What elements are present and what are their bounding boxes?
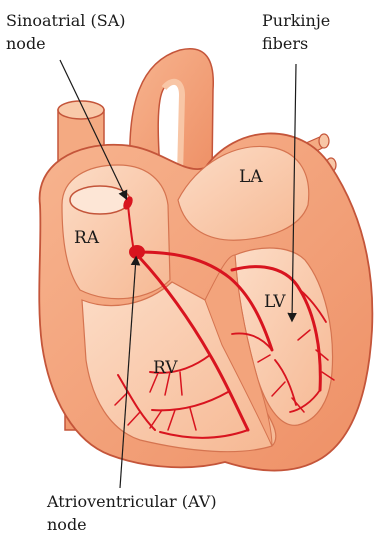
vena-cava-opening <box>70 186 130 214</box>
av-node <box>129 245 145 259</box>
purkinje-label: Purkinje fibers <box>262 11 335 53</box>
sa-node-label-line2: node <box>6 34 46 53</box>
sa-node-label-line1: Sinoatrial (SA) <box>6 11 126 30</box>
purkinje-label-line2: fibers <box>262 34 308 53</box>
av-node-label-line1: Atrioventricular (AV) <box>46 492 217 511</box>
right-atrium-label: RA <box>74 228 100 248</box>
left-atrium-label: LA <box>239 167 263 187</box>
sa-node-label: Sinoatrial (SA) node <box>6 11 131 53</box>
left-ventricle-label: LV <box>264 292 286 312</box>
right-ventricle-label: RV <box>153 358 178 378</box>
av-node-label: Atrioventricular (AV) node <box>46 492 222 534</box>
av-node-label-line2: node <box>47 515 87 534</box>
purkinje-label-line1: Purkinje <box>262 11 330 30</box>
